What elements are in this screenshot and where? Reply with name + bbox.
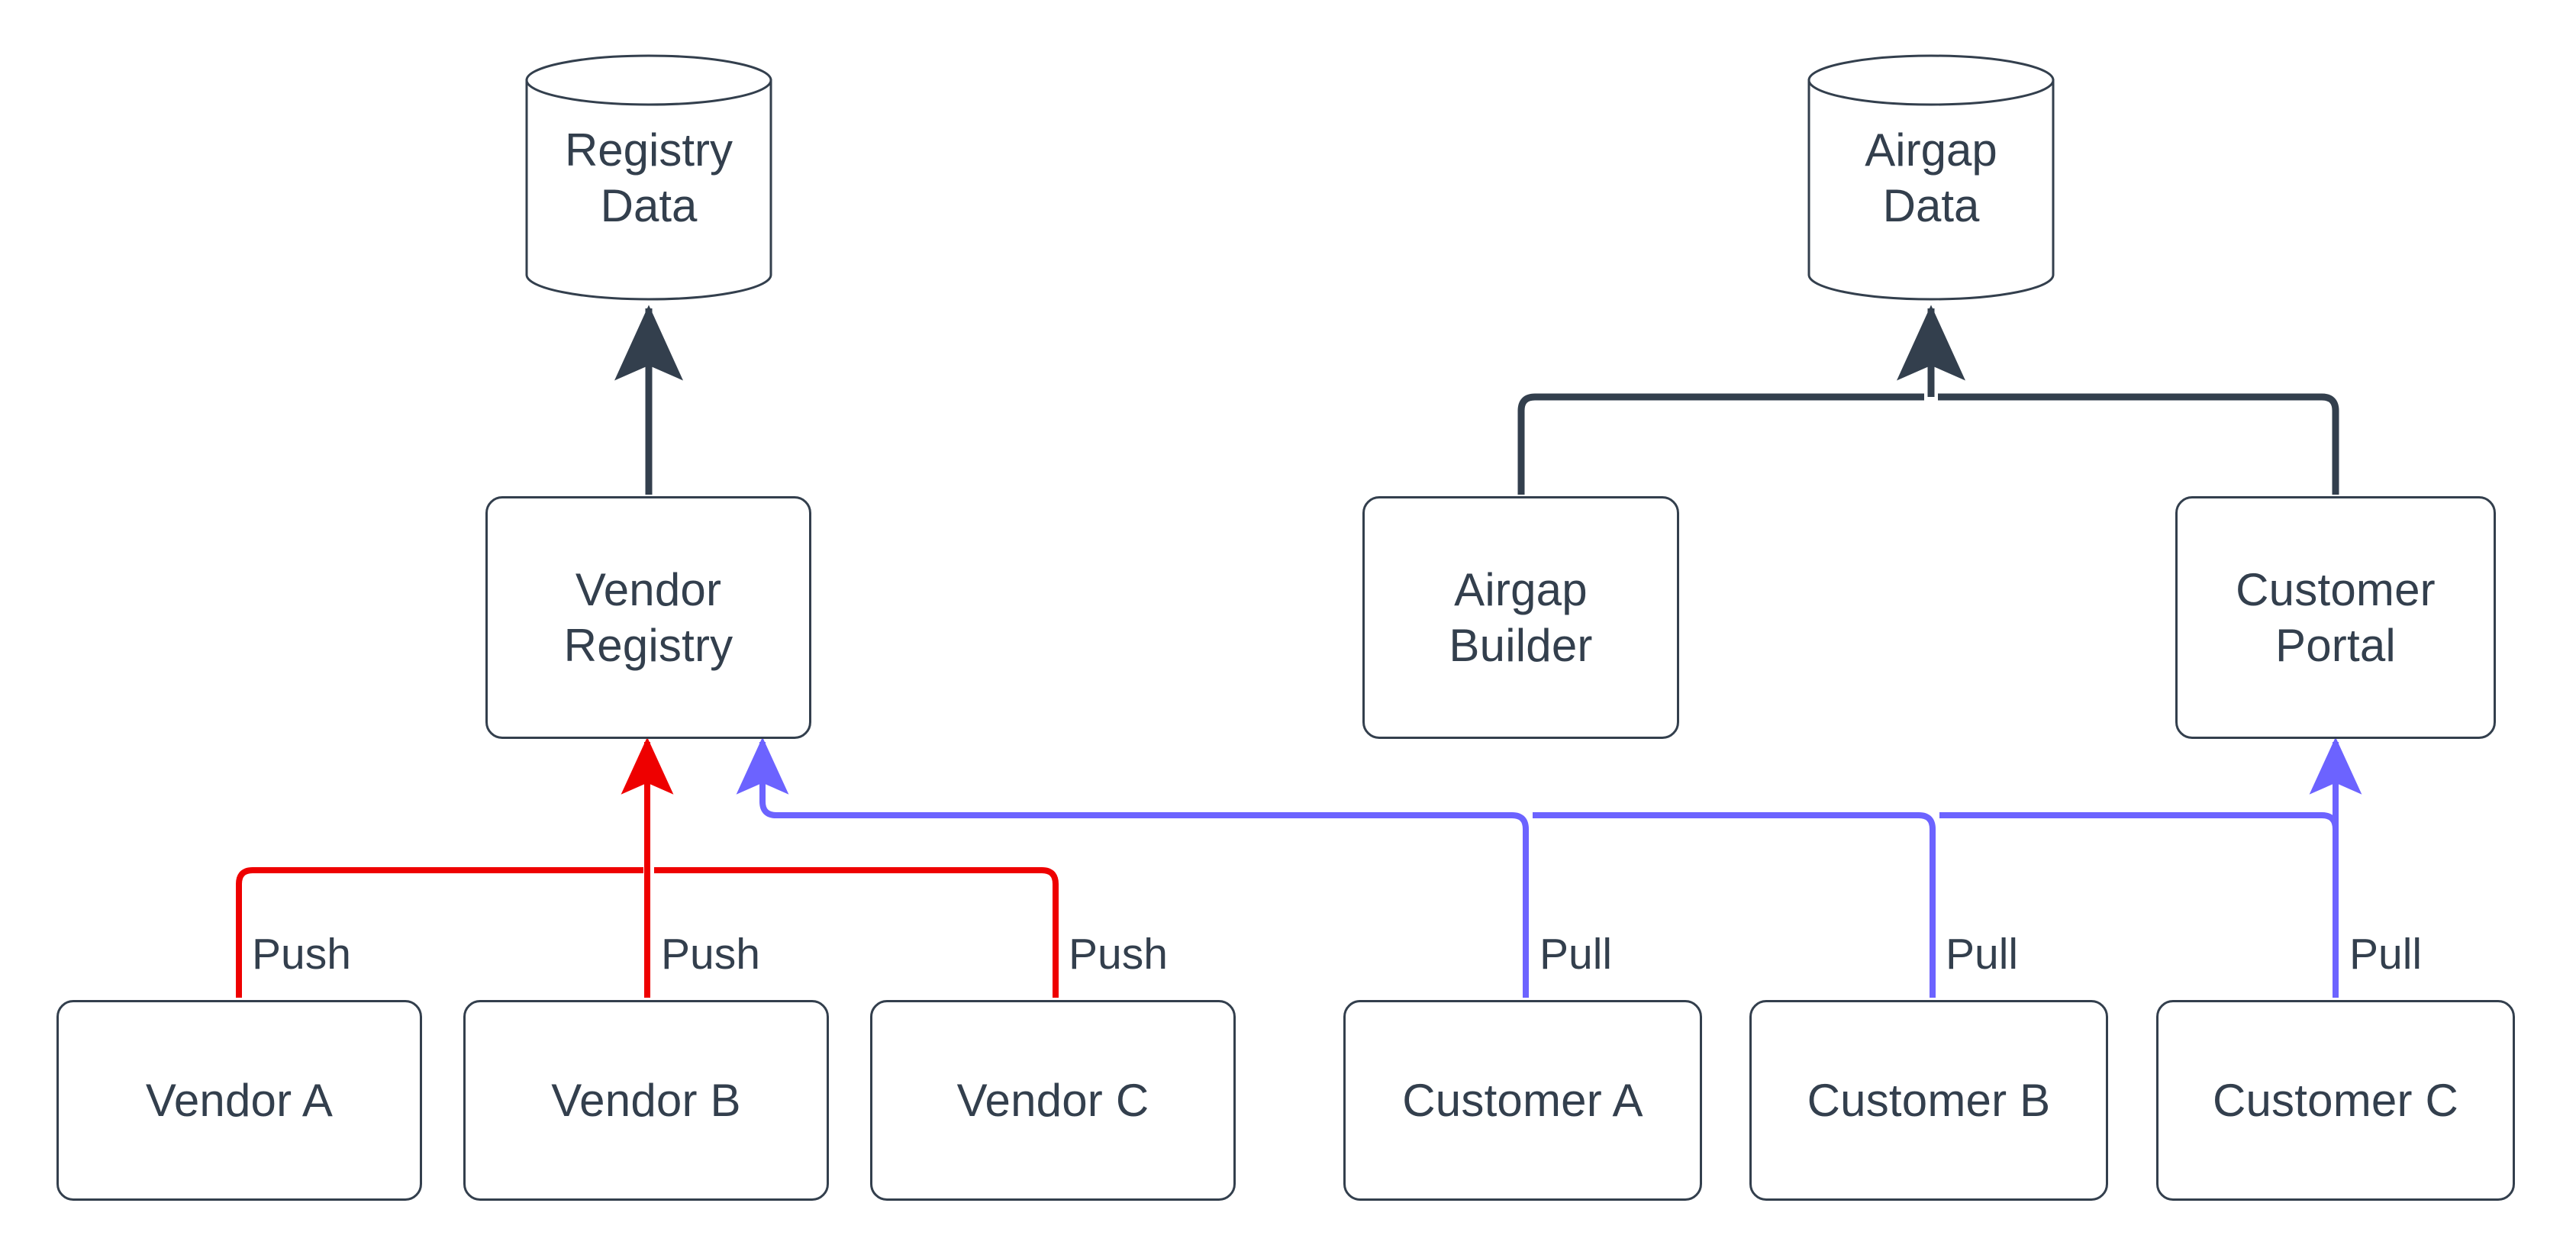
node-customer-c[interactable]: Customer C [2156,1000,2515,1201]
node-customer-b-label: Customer B [1807,1074,2051,1126]
node-airgap-builder-label: Airgap Builder [1449,563,1593,671]
node-vendor-a[interactable]: Vendor A [56,1000,422,1201]
node-vendor-c-label: Vendor C [956,1074,1149,1126]
node-vendor-b[interactable]: Vendor B [463,1000,829,1201]
edge-label-push-vendor-a: Push [252,930,351,979]
edge-vendor-c-push [654,867,1059,998]
node-customer-b[interactable]: Customer B [1749,1000,2108,1201]
node-vendor-b-label: Vendor B [551,1074,741,1126]
node-airgap-builder[interactable]: Airgap Builder [1362,496,1679,739]
edge-label-pull-customer-c: Pull [2349,930,2423,979]
edge-label-push-vendor-b: Push [661,930,760,979]
edge-airgap-builder-to-airgap-data [1517,393,1924,495]
node-airgap-data-label: Airgap Data [1865,124,1997,231]
node-vendor-c[interactable]: Vendor C [870,1000,1236,1201]
node-customer-portal[interactable]: Customer Portal [2175,496,2496,739]
edge-label-pull-customer-b: Pull [1946,930,2019,979]
edge-label-push-vendor-c: Push [1069,930,1168,979]
node-vendor-a-label: Vendor A [145,1074,334,1126]
edge-customer-portal-to-airgap-data [1938,393,2339,495]
node-registry-data[interactable]: Registry Data [527,56,771,300]
registry-data-cylinder-shape [525,54,772,301]
node-vendor-registry-label: Vendor Registry [563,563,733,671]
airgap-data-cylinder-shape [1807,54,2055,301]
node-customer-portal-label: Customer Portal [2236,563,2436,671]
edge-label-pull-customer-a: Pull [1539,930,1613,979]
node-airgap-data[interactable]: Airgap Data [1809,56,2053,300]
edge-customer-b-pull [1533,812,1936,998]
node-customer-c-label: Customer C [2212,1074,2459,1126]
node-customer-a-label: Customer A [1402,1074,1643,1126]
node-registry-data-label: Registry Data [564,124,733,231]
edge-vendor-a-push [236,867,643,998]
node-vendor-registry[interactable]: Vendor Registry [485,496,811,739]
edge-customer-a-pull [736,737,1529,998]
node-customer-a[interactable]: Customer A [1343,1000,1702,1201]
